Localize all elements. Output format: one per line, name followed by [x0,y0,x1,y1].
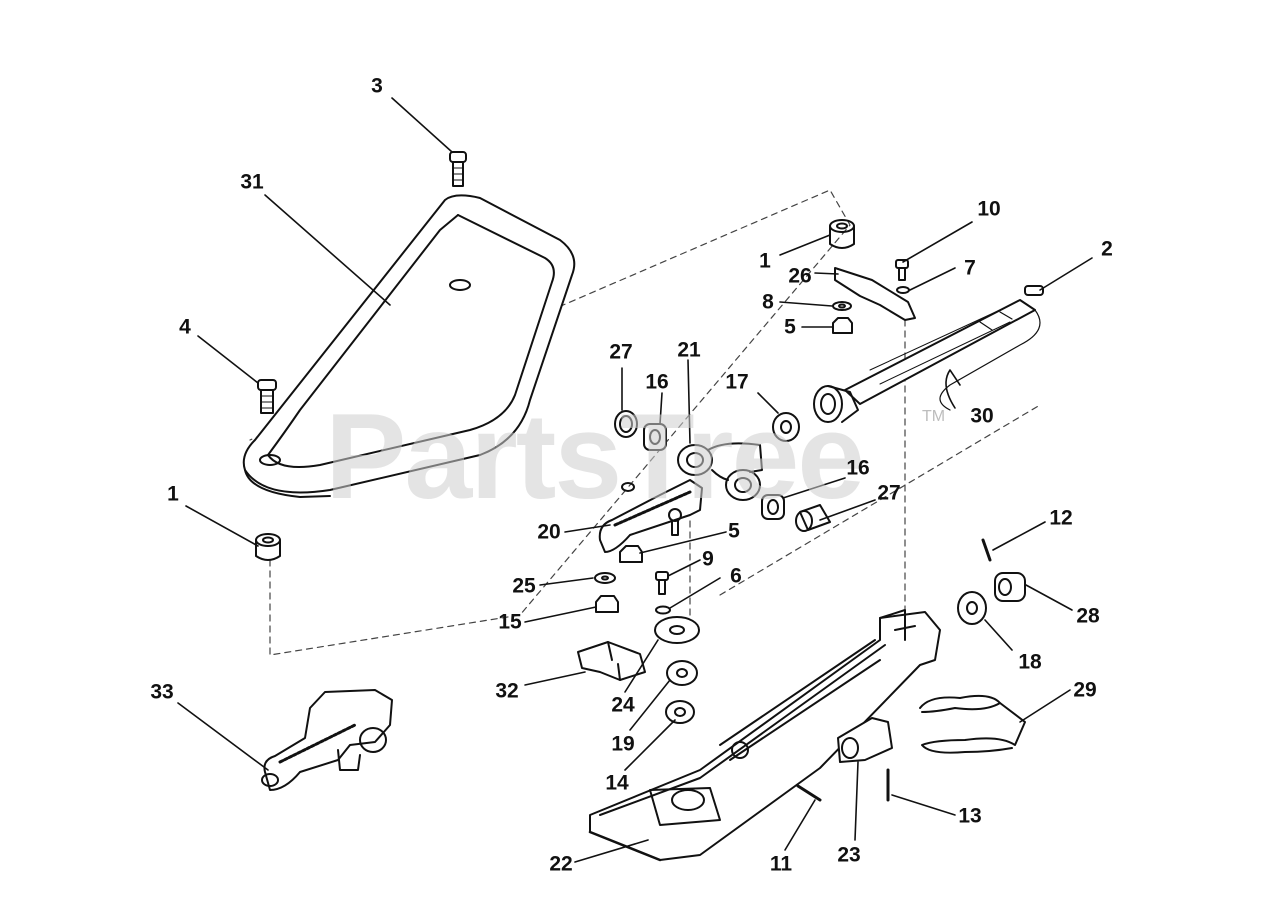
callout-23: 23 [837,843,861,867]
part-9-screw [655,571,669,595]
callout-29: 29 [1073,678,1097,702]
part-23-bracket [837,717,893,763]
callout-13: 13 [958,804,982,828]
part-24-flange [654,616,700,644]
watermark-trademark: TM [922,408,946,425]
part-10-screw [895,259,909,281]
callout-21: 21 [677,338,701,362]
part-3-bolt [449,151,467,187]
part-29-spring [919,694,1026,754]
part-12-pin [981,538,992,562]
part-2-key [1024,285,1044,296]
callout-5: 5 [784,315,796,339]
part-7-washer [896,286,910,294]
part-26-bracket [834,267,916,321]
callout-26: 26 [788,264,812,288]
leader-lines [177,97,1093,863]
callout-3: 3 [371,74,383,98]
part-20-lever-arm [598,479,703,553]
part-5-nut-middle [619,545,643,563]
callout-2: 2 [1101,237,1113,261]
part-16-bushing-upper [643,423,667,451]
callout-14: 14 [605,771,629,795]
callout-6: 6 [730,564,742,588]
callout-18: 18 [1018,650,1042,674]
part-27-bushing-lower [795,504,831,532]
callout-8: 8 [762,290,774,314]
callout-33: 33 [150,680,174,704]
part-4-bolt [257,379,277,414]
part-14-coupler [665,700,695,724]
callout-20: 20 [537,520,561,544]
callout-19: 19 [611,732,635,756]
callout-7: 7 [964,256,976,280]
callout-4: 4 [179,315,191,339]
callout-31: 31 [240,170,264,194]
callout-27: 27 [877,481,901,505]
callout-12: 12 [1049,506,1073,530]
part-31-seat [242,194,576,498]
part-17-gear [772,412,800,442]
part-30-shaft [813,299,1041,423]
callout-22: 22 [549,852,573,876]
callout-32: 32 [495,679,519,703]
part-22-frame [588,609,941,862]
part-1-spacer-right [829,219,855,249]
part-18-gear [957,591,987,625]
callout-30: 30 [970,404,994,428]
callout-16: 16 [846,456,870,480]
part-33-linkage [261,689,393,791]
part-28-coupler [994,572,1026,602]
callout-28: 28 [1076,604,1100,628]
callout-17: 17 [725,370,749,394]
part-16-bushing-lower [761,494,785,520]
part-21-yoke [677,442,763,501]
callout-15: 15 [498,610,522,634]
callout-16: 16 [645,370,669,394]
part-1-spacer-left [255,533,281,561]
part-8-washer [832,301,852,311]
watermark-text: PartsTree [325,388,865,524]
callout-1: 1 [167,482,179,506]
callout-27: 27 [609,340,633,364]
callout-1: 1 [759,249,771,273]
callout-11: 11 [769,852,793,876]
part-32-clamp [577,641,646,681]
part-5-nut-upper [832,317,853,334]
callout-25: 25 [512,574,536,598]
callout-10: 10 [977,197,1001,221]
part-11-pin [796,784,822,802]
part-27-bushing-upper [614,410,638,438]
part-25-washer [594,572,616,584]
part-15-nut [595,595,619,613]
callout-24: 24 [611,693,635,717]
part-19-coupler [666,660,698,686]
callout-5: 5 [728,519,740,543]
callout-9: 9 [702,547,714,571]
part-6-washer [655,605,671,615]
